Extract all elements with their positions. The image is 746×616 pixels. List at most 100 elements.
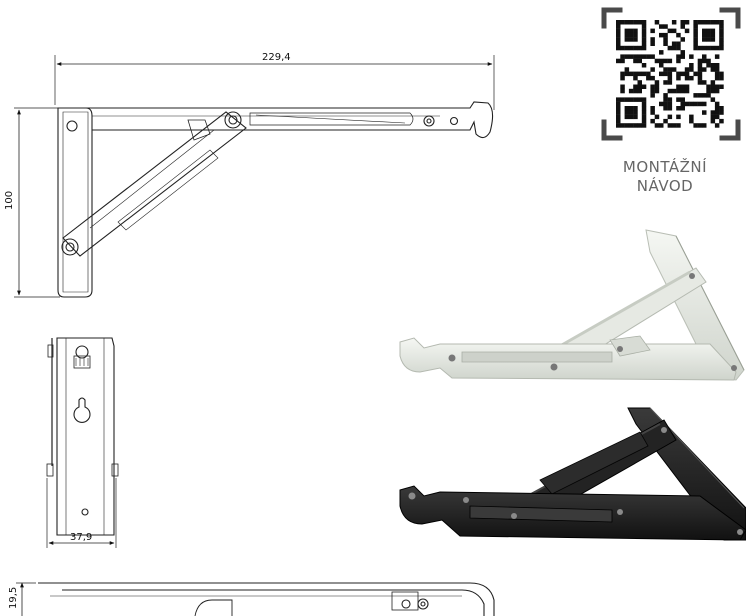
- qr-module: [693, 28, 698, 34]
- qr-module: [710, 63, 716, 68]
- qr-module: [689, 75, 694, 81]
- qr-module: [633, 37, 638, 42]
- qr-module: [633, 54, 638, 59]
- qr-module: [676, 45, 681, 51]
- qr-module: [702, 54, 707, 59]
- qr-module: [633, 71, 638, 77]
- qr-module: [693, 123, 698, 128]
- qr-module: [637, 20, 642, 25]
- qr-module: [620, 45, 625, 51]
- qr-module: [693, 32, 698, 38]
- qr-module: [714, 63, 720, 68]
- qr-module: [667, 67, 673, 72]
- qr-module: [714, 20, 720, 25]
- qr-module: [650, 106, 655, 111]
- qr-module: [659, 123, 664, 128]
- qr-module: [624, 28, 630, 34]
- qr-module: [641, 110, 647, 115]
- qr-module: [667, 88, 673, 94]
- qr-module: [702, 110, 707, 115]
- qr-module: [620, 58, 625, 64]
- qr-module: [637, 80, 642, 85]
- qr-code-modules: [616, 20, 724, 128]
- qr-module: [719, 118, 724, 124]
- qr-module: [628, 28, 634, 34]
- qr-module: [676, 123, 681, 128]
- qr-module: [676, 84, 681, 89]
- qr-module: [676, 106, 681, 111]
- qr-module: [719, 32, 724, 38]
- qr-module: [689, 101, 694, 107]
- qr-module: [641, 71, 647, 77]
- qr-module: [671, 41, 677, 46]
- qr-module: [633, 106, 638, 111]
- qr-module: [646, 54, 651, 59]
- qr-module: [684, 28, 690, 34]
- qr-module: [663, 32, 668, 38]
- qr-module: [710, 114, 716, 120]
- qr-module: [628, 110, 634, 115]
- qr-module: [697, 75, 703, 81]
- qr-module: [710, 118, 716, 124]
- qr-module: [620, 88, 625, 94]
- qr-module: [620, 20, 625, 25]
- qr-module: [714, 106, 720, 111]
- qr-module: [641, 118, 647, 124]
- qr-module: [693, 45, 698, 51]
- qr-module: [633, 45, 638, 51]
- wall-plate-hole-top: [66, 120, 78, 132]
- qr-module: [633, 114, 638, 120]
- qr-module: [620, 71, 625, 77]
- qr-module: [663, 97, 668, 102]
- qr-module: [633, 123, 638, 128]
- qr-module: [663, 67, 668, 72]
- qr-module: [633, 20, 638, 25]
- qr-module: [633, 32, 638, 38]
- qr-module: [637, 58, 642, 64]
- qr-module: [689, 114, 694, 120]
- qr-module: [616, 97, 621, 102]
- qr-module: [676, 32, 681, 38]
- qr-module: [650, 41, 655, 46]
- qr-module: [646, 75, 651, 81]
- qr-module: [676, 114, 681, 120]
- brace-pivot-top: [224, 111, 242, 129]
- qr-module: [650, 75, 655, 81]
- qr-module: [680, 20, 685, 25]
- qr-module: [667, 101, 673, 107]
- qr-module: [702, 45, 707, 51]
- qr-module: [641, 20, 647, 25]
- qr-module: [637, 84, 642, 89]
- qr-module: [633, 58, 638, 64]
- qr-module: [667, 114, 673, 120]
- qr-module: [689, 67, 694, 72]
- qr-module: [676, 97, 681, 102]
- qr-module: [702, 67, 707, 72]
- qr-module: [710, 37, 716, 42]
- top-view-drawing: [16, 582, 495, 616]
- qr-module: [697, 101, 703, 107]
- qr-module: [624, 67, 630, 72]
- qr-module: [719, 45, 724, 51]
- qr-module: [628, 106, 634, 111]
- qr-module: [641, 28, 647, 34]
- qr-module: [628, 114, 634, 120]
- qr-module: [628, 88, 634, 94]
- qr-module: [620, 84, 625, 89]
- black-bracket-rivet: [408, 492, 416, 500]
- qr-module: [628, 54, 634, 59]
- qr-module: [693, 20, 698, 25]
- qr-module: [710, 88, 716, 94]
- qr-code-block[interactable]: [601, 7, 741, 141]
- qr-module: [702, 58, 707, 64]
- qr-module: [628, 123, 634, 128]
- height-dimension-label: 100: [4, 191, 15, 210]
- front-screw-head: [75, 345, 89, 359]
- qr-module: [624, 45, 630, 51]
- qr-module: [650, 84, 655, 89]
- qr-module: [616, 32, 621, 38]
- qr-corner-brackets: [601, 7, 741, 141]
- qr-module: [659, 32, 664, 38]
- qr-module: [719, 106, 724, 111]
- qr-module: [702, 28, 707, 34]
